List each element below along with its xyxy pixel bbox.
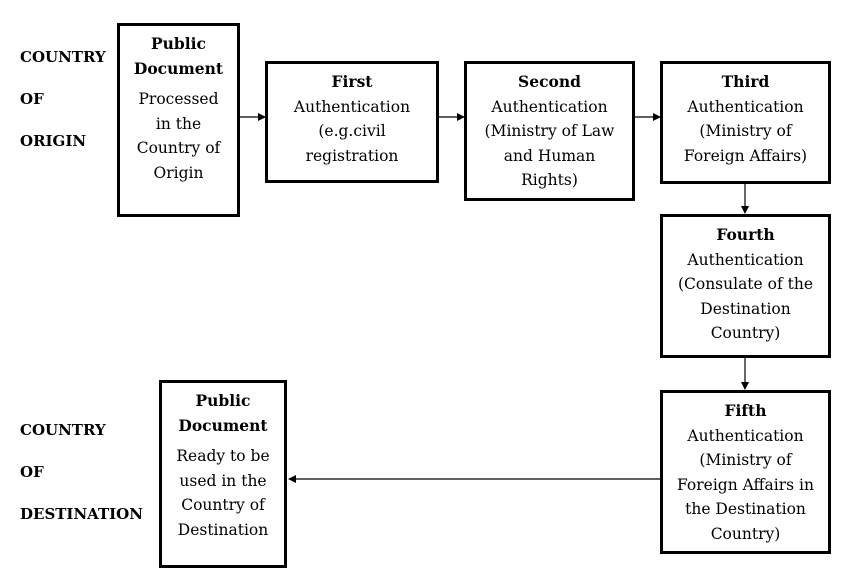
origin-label-line: COUNTRY <box>20 48 106 66</box>
box-text: Processed <box>138 90 219 108</box>
fourth-authentication-box: Fourth Authentication (Consulate of the … <box>660 214 831 358</box>
box-text: Foreign Affairs) <box>683 146 808 165</box>
box-title: Third <box>721 72 770 91</box>
public-document-origin-box: Public Document Processed in the Country… <box>117 23 240 217</box>
box-text: Authentication <box>687 97 804 116</box>
box-text: the Destination <box>685 500 806 518</box>
destination-label-line: DESTINATION <box>20 505 143 523</box>
destination-label-line: OF <box>20 463 44 481</box>
box-text: Rights) <box>521 171 578 189</box>
first-authentication-box: First Authentication (e.g.civil registra… <box>265 61 439 183</box>
box-text: Country of <box>181 496 265 514</box>
fifth-authentication-box: Fifth Authentication (Ministry of Foreig… <box>660 390 831 554</box>
public-document-destination-box: Public Document Ready to be used in the … <box>159 380 287 568</box>
box-text: Authentication <box>491 97 608 116</box>
box-text: in the <box>155 114 202 133</box>
box-text: (Ministry of Law <box>484 122 615 140</box>
box-title: Fourth <box>716 225 775 244</box>
box-text: Authentication <box>687 426 804 445</box>
box-title: Second <box>518 72 581 91</box>
box-text: used in the <box>179 471 267 490</box>
box-text: Country of <box>136 139 221 157</box>
box-text: Authentication <box>293 97 411 116</box>
box-title: Document <box>133 58 224 78</box>
box-title: First <box>331 72 373 91</box>
box-text: Country) <box>710 524 781 543</box>
box-text: Destination <box>177 520 269 539</box>
box-text: and Human <box>503 146 596 165</box>
box-text: (Ministry of <box>699 451 792 469</box>
box-text: (Consulate of the <box>677 275 814 293</box>
origin-label-line: ORIGIN <box>20 132 87 150</box>
box-text: Origin <box>153 163 204 182</box>
box-text: (e.g.civil <box>318 122 386 140</box>
destination-label-line: COUNTRY <box>20 421 106 439</box>
second-authentication-box: Second Authentication (Ministry of Law a… <box>464 61 635 201</box>
box-title: Fifth <box>724 401 767 420</box>
third-authentication-box: Third Authentication (Ministry of Foreig… <box>660 61 831 184</box>
box-text: Country) <box>710 324 781 342</box>
box-text: Destination <box>700 299 791 318</box>
box-text: Authentication <box>687 250 804 269</box>
box-text: Ready to be <box>176 447 270 465</box>
country-of-origin-label: COUNTRY OF ORIGIN <box>20 50 106 176</box>
box-text: Foreign Affairs in <box>677 475 814 494</box>
country-of-destination-label: COUNTRY OF DESTINATION <box>20 423 143 549</box>
box-title: Public <box>195 391 251 410</box>
box-title: Public <box>151 34 206 53</box>
box-text: registration <box>305 146 399 165</box>
box-text: (Ministry of <box>699 122 792 140</box>
origin-label-line: OF <box>20 90 44 108</box>
box-title: Document <box>178 415 268 435</box>
